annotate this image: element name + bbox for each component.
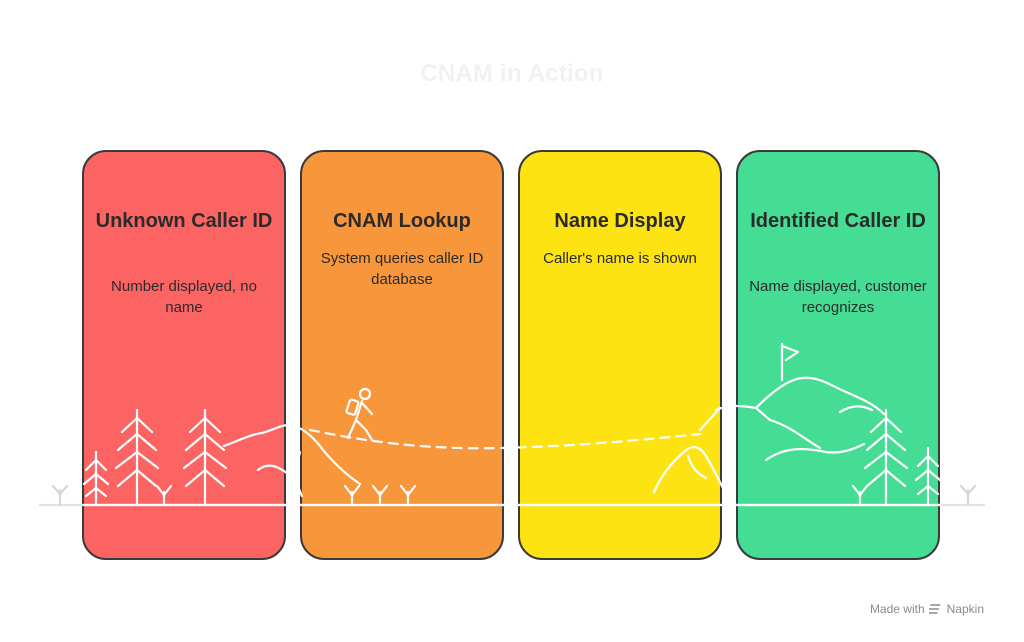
stage-description: System queries caller ID database (320, 250, 484, 288)
diagram-title: CNAM in Action (420, 60, 604, 87)
sprout-icon (51, 484, 69, 507)
stage-title: Name Display (554, 210, 686, 232)
footer-prefix: Made with (869, 602, 925, 616)
stage-title: CNAM Lookup (333, 210, 471, 232)
stage-card-unknown-caller-id: Unknown Caller ID Number displayed, no n… (82, 150, 286, 560)
stage-card-identified-caller-id: Identified Caller ID Name displayed, cus… (736, 150, 940, 560)
sprout-icon (959, 484, 977, 507)
stage-title: Identified Caller ID (750, 210, 926, 232)
napkin-logo-icon (928, 604, 941, 614)
stage-description: Caller's name is shown (543, 250, 697, 267)
stage-description: Number displayed, no name (111, 278, 257, 316)
stage-card-name-display: Name Display Caller's name is shown (518, 150, 722, 560)
stage-description: Name displayed, customer recognizes (749, 278, 927, 316)
stage-title: Unknown Caller ID (95, 210, 273, 232)
stage-card-cnam-lookup: CNAM Lookup System queries caller ID dat… (300, 150, 504, 560)
footer-brand: Napkin (946, 602, 984, 616)
made-with-napkin-footer[interactable]: Made with Napkin (870, 602, 984, 616)
